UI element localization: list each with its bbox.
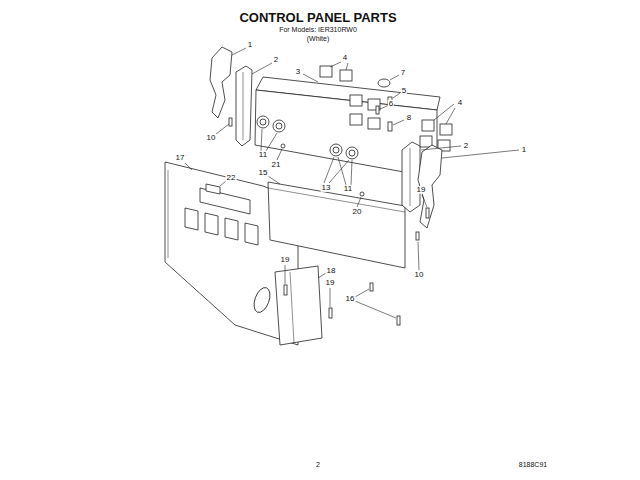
callout-number: 4	[342, 54, 348, 62]
callout-number: 22	[226, 174, 237, 182]
callout-number: 6	[388, 100, 394, 108]
callout-number: 19	[416, 186, 427, 194]
callout-number: 20	[352, 208, 363, 216]
callout-number: 17	[175, 154, 186, 162]
callout-number: 5	[401, 87, 407, 95]
callout-number: 13	[321, 184, 332, 192]
side-bracket	[236, 66, 252, 146]
callout-number: 2	[273, 56, 279, 64]
color-note: (White)	[306, 35, 331, 42]
callout-number: 1	[247, 41, 253, 49]
screws	[284, 208, 429, 325]
callout-number: 16	[345, 295, 356, 303]
model-line: For Models: IER310RW0	[278, 26, 358, 33]
callout-number: 19	[280, 256, 291, 264]
callout-number: 11	[258, 151, 268, 159]
callout-number: 8	[406, 114, 412, 122]
callout-number: 2	[463, 142, 469, 150]
glass-panel	[268, 182, 405, 268]
callout-number: 11	[343, 185, 353, 193]
end-cap	[210, 47, 232, 118]
center-bracket	[275, 266, 322, 345]
leader-lines	[185, 48, 519, 318]
page-number: 2	[315, 461, 321, 468]
callout-number: 10	[414, 271, 425, 279]
callout-number: 1	[521, 146, 527, 154]
callout-number: 15	[258, 169, 269, 177]
drawing-code: 8188C91	[518, 461, 548, 468]
callout-number: 21	[271, 161, 282, 169]
side-bracket	[402, 142, 420, 212]
page-title: CONTROL PANEL PARTS	[238, 11, 397, 25]
callout-number: 3	[295, 68, 301, 76]
callout-number: 18	[326, 267, 337, 275]
callout-number: 10	[206, 134, 217, 142]
callout-number: 19	[325, 279, 336, 287]
knob-bezels	[320, 66, 452, 151]
callout-number: 4	[457, 99, 463, 107]
callout-number: 7	[400, 69, 406, 77]
